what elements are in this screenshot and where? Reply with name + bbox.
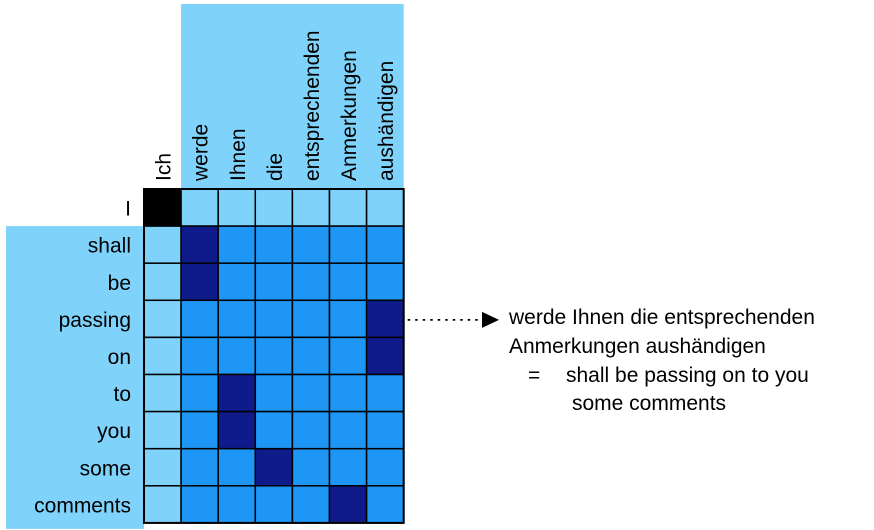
- alignment-cell-5-4: [291, 373, 331, 413]
- column-label-6: aushändigen: [375, 61, 398, 181]
- row-label-4: on: [108, 346, 131, 369]
- alignment-cell-6-4: [291, 410, 331, 450]
- alignment-cell-2-6: [365, 262, 405, 302]
- alignment-cell-2-4: [291, 262, 331, 302]
- alignment-cell-8-1: [180, 485, 219, 524]
- alignment-cell-1-6: [365, 225, 405, 264]
- alignment-cell-3-3: [254, 299, 294, 339]
- alignment-cell-7-1: [180, 447, 219, 487]
- column-label-5: Anmerkungen: [338, 50, 361, 181]
- alignment-cell-0-0: [143, 188, 182, 227]
- alignment-cell-6-0: [143, 410, 182, 450]
- column-labels: Ich werde Ihnen die entsprechenden Anmerkunge…: [153, 30, 399, 182]
- alignment-cell-5-0: [143, 373, 182, 413]
- alignment-cell-8-3: [254, 485, 294, 524]
- alignment-cell-8-2: [217, 485, 257, 524]
- alignment-cell-7-0: [143, 447, 182, 487]
- alignment-cell-0-1: [180, 188, 219, 227]
- alignment-cell-1-4: [291, 225, 331, 264]
- alignment-cell-3-0: [143, 299, 182, 339]
- alignment-cell-7-6: [365, 447, 405, 487]
- alignment-cell-4-5: [328, 336, 368, 376]
- alignment-cell-5-1: [180, 373, 219, 413]
- alignment-cell-0-3: [254, 188, 294, 227]
- alignment-cell-6-3: [254, 410, 294, 450]
- alignment-cell-7-2: [217, 447, 257, 487]
- alignment-cell-4-6: [365, 336, 405, 376]
- alignment-cell-2-1: [180, 262, 219, 302]
- annotation-english-line-2: some comments: [572, 392, 726, 415]
- alignment-cell-0-2: [217, 188, 257, 227]
- grid-border: [143, 188, 405, 524]
- alignment-cell-2-3: [254, 262, 294, 302]
- alignment-cell-4-4: [291, 336, 331, 376]
- alignment-cell-0-6: [365, 188, 405, 227]
- alignment-cell-5-5: [328, 373, 368, 413]
- row-label-3: passing: [59, 309, 131, 332]
- alignment-cell-4-0: [143, 336, 182, 376]
- alignment-cell-6-6: [365, 410, 405, 450]
- alignment-cell-3-2: [217, 299, 257, 339]
- annotation-german-line-1: werde Ihnen die entsprechenden: [508, 306, 815, 329]
- column-label-2: Ihnen: [227, 128, 250, 181]
- row-label-1: shall: [88, 235, 131, 258]
- column-header-panel: [181, 4, 404, 189]
- alignment-cell-4-1: [180, 336, 219, 376]
- alignment-cell-3-1: [180, 299, 219, 339]
- alignment-cell-7-5: [328, 447, 368, 487]
- row-label-5: to: [113, 383, 131, 406]
- alignment-cell-3-6: [365, 299, 405, 339]
- alignment-cell-5-6: [365, 373, 405, 413]
- alignment-cell-6-1: [180, 410, 219, 450]
- alignment-cell-1-2: [217, 225, 257, 264]
- alignment-cell-2-5: [328, 262, 368, 302]
- alignment-grid: [143, 188, 405, 524]
- alignment-cell-8-5: [328, 485, 368, 524]
- arrow-head-icon: [482, 311, 499, 328]
- alignment-cell-1-5: [328, 225, 368, 264]
- row-label-8: comments: [34, 494, 131, 517]
- alignment-cell-3-4: [291, 299, 331, 339]
- row-label-0: I: [125, 198, 131, 221]
- alignment-cell-0-5: [328, 188, 368, 227]
- alignment-cell-4-2: [217, 336, 257, 376]
- annotation-german-line-2: Anmerkungen aushändigen: [509, 335, 766, 358]
- row-label-7: some: [80, 457, 131, 480]
- alignment-cell-8-4: [291, 485, 331, 524]
- annotation-english-line-1: shall be passing on to you: [566, 364, 809, 387]
- alignment-cell-1-3: [254, 225, 294, 264]
- annotation-equals-sign: =: [528, 364, 540, 387]
- alignment-cell-0-4: [291, 188, 331, 227]
- row-label-2: be: [108, 272, 131, 295]
- column-label-4: entsprechenden: [301, 30, 324, 181]
- alignment-cell-7-3: [254, 447, 294, 487]
- alignment-cell-2-0: [143, 262, 182, 302]
- alignment-cell-2-2: [217, 262, 257, 302]
- alignment-cell-5-3: [254, 373, 294, 413]
- alignment-cell-4-3: [254, 336, 294, 376]
- column-label-1: werde: [190, 124, 213, 182]
- row-header-panel: [6, 226, 144, 529]
- column-label-3: die: [264, 153, 287, 181]
- alignment-cell-7-4: [291, 447, 331, 487]
- alignment-cell-1-0: [143, 225, 182, 264]
- row-label-6: you: [97, 420, 131, 443]
- alignment-cell-5-2: [217, 373, 257, 413]
- alignment-cell-8-6: [365, 485, 405, 524]
- column-label-0: Ich: [153, 153, 176, 181]
- alignment-cell-3-5: [328, 299, 368, 339]
- alignment-cell-6-5: [328, 410, 368, 450]
- alignment-cell-8-0: [143, 485, 182, 524]
- alignment-cell-6-2: [217, 410, 257, 450]
- alignment-cell-1-1: [180, 225, 219, 264]
